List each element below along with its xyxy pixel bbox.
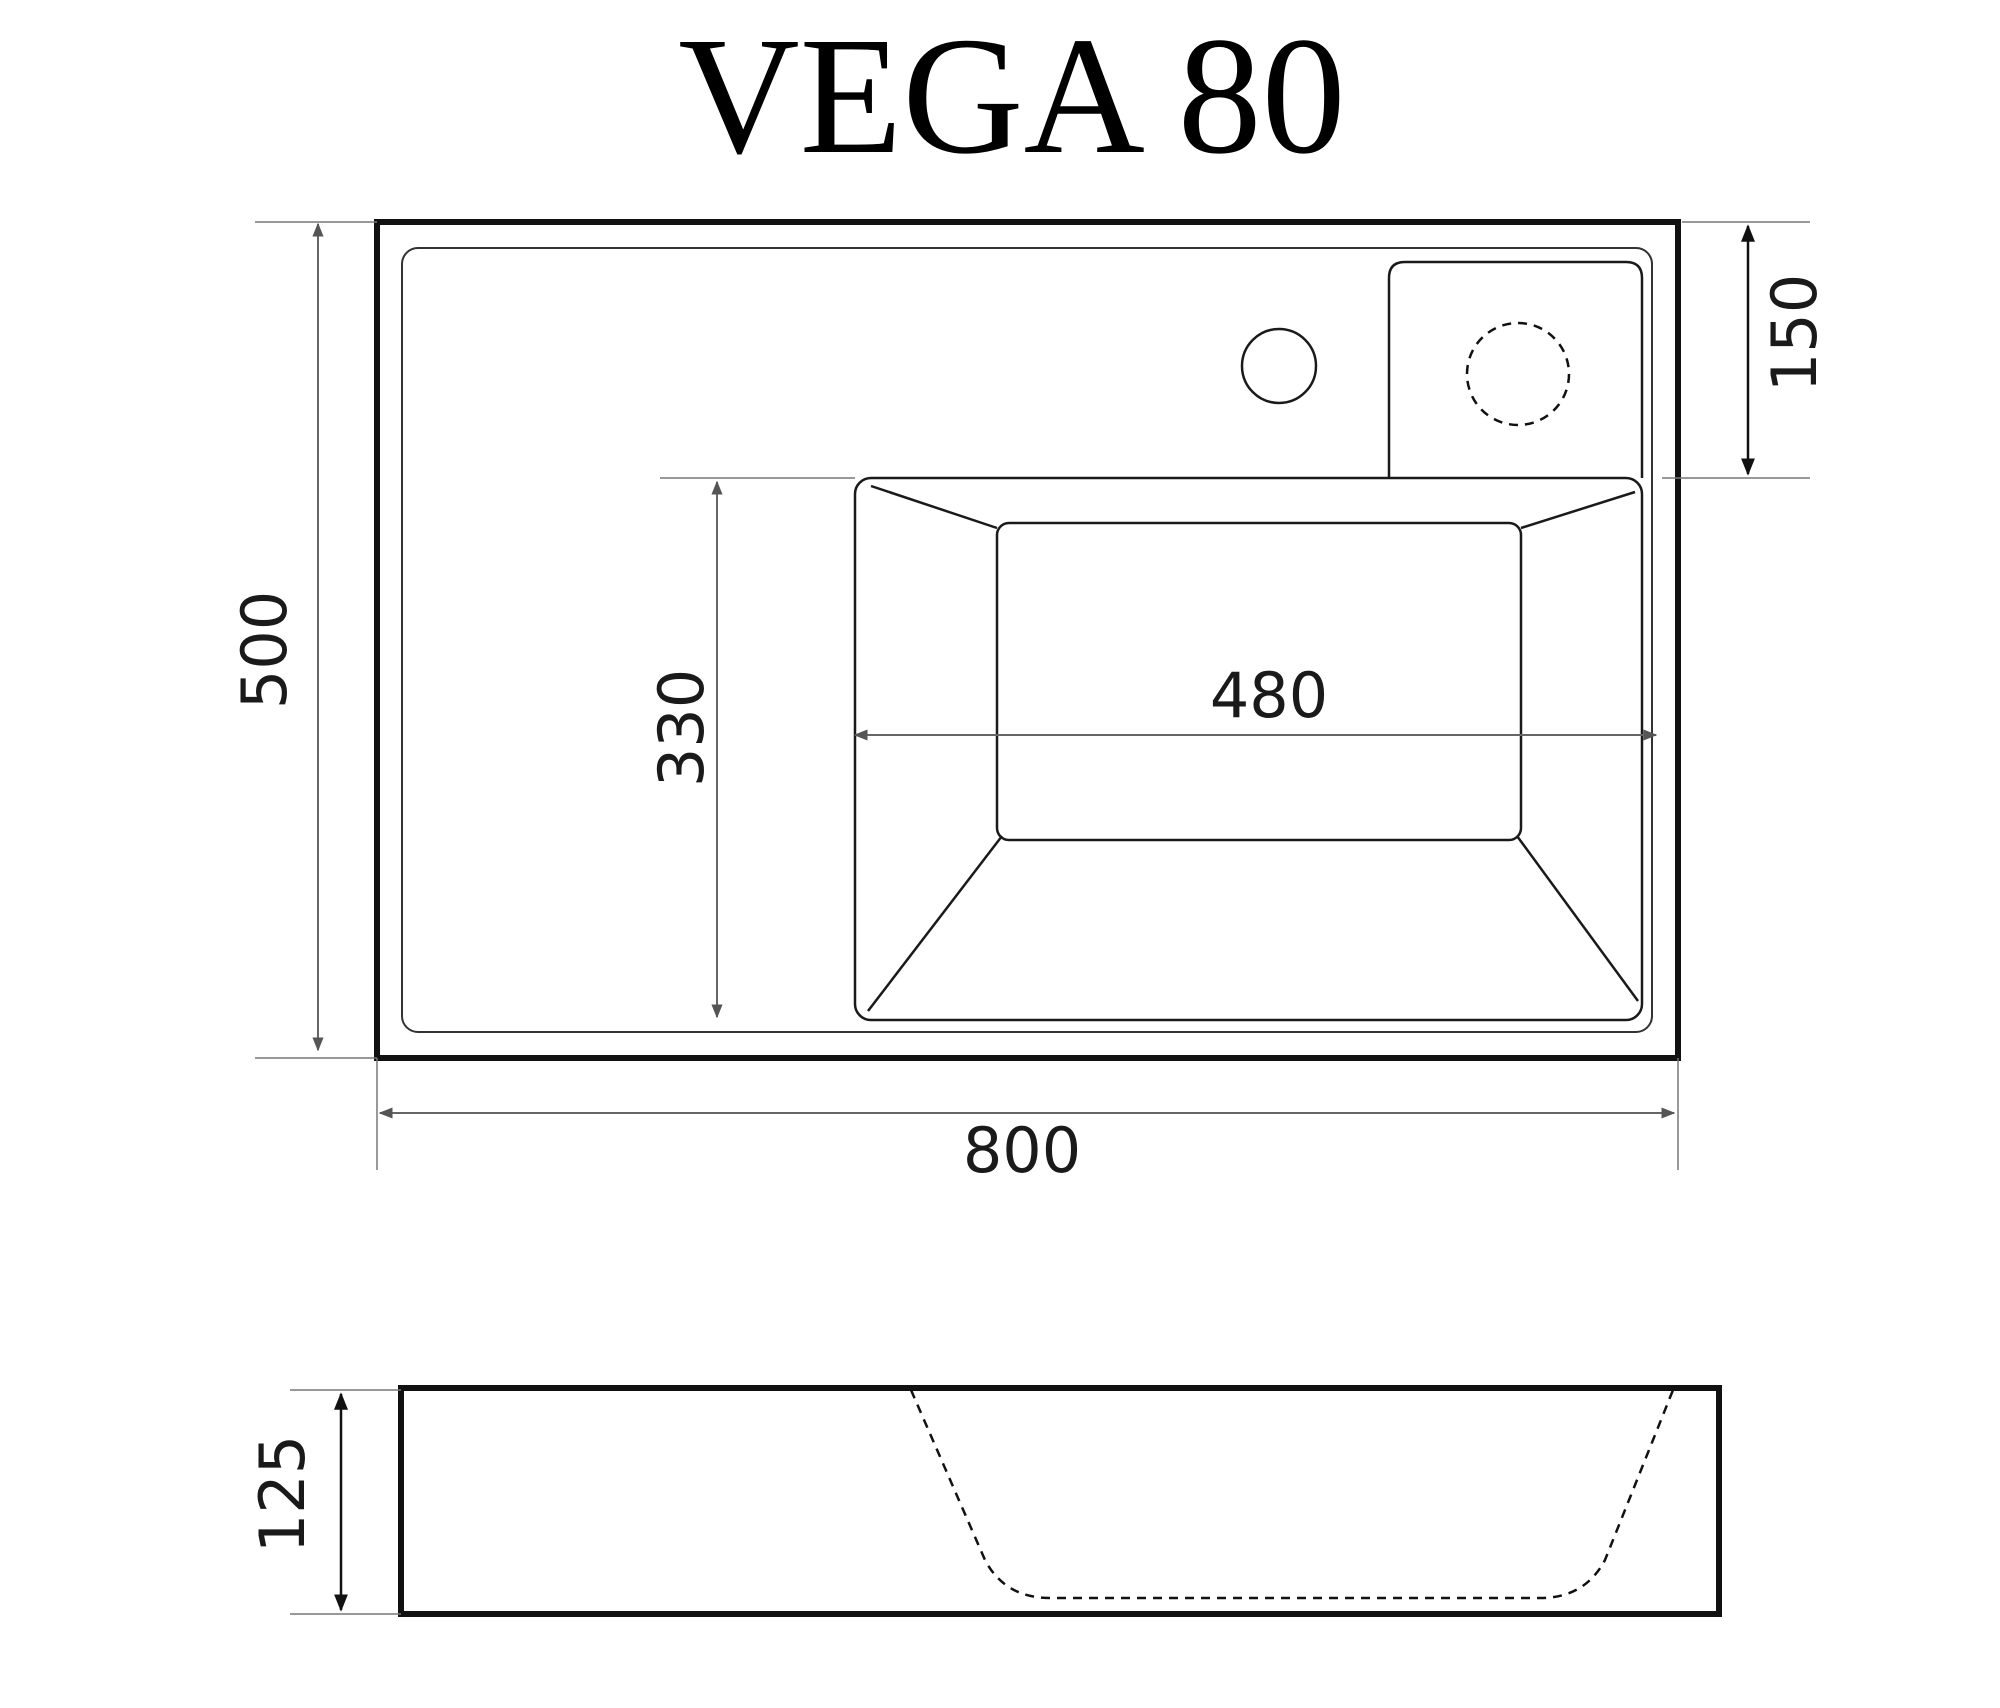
- dimension-basin-width: 480: [853, 659, 1658, 741]
- basin-edge-top-left: [870, 484, 998, 530]
- dim-label-tap-deck-depth: 150: [1758, 274, 1831, 392]
- basin-edge-top-right: [1520, 490, 1636, 530]
- tap-deck: [1387, 260, 1644, 478]
- basin-bottom: [995, 521, 1523, 842]
- tap-hole-dashed: [1465, 321, 1571, 427]
- basin-edge-bottom-right: [1515, 835, 1640, 1002]
- dim-label-basin-width: 480: [1210, 659, 1328, 732]
- basin-profile-dashed: [909, 1389, 1675, 1600]
- dim-label-height: 125: [246, 1435, 319, 1553]
- side-outline: [398, 1385, 1722, 1617]
- basin-outer: [853, 476, 1644, 1022]
- top-view: [374, 219, 1681, 1061]
- countertop-outline: [374, 219, 1681, 1061]
- dim-label-overall-depth: 500: [228, 591, 301, 709]
- dimension-basin-depth: 330: [645, 477, 855, 1019]
- dimension-tap-deck-depth: 150: [1662, 221, 1831, 479]
- dimension-height: 125: [246, 1389, 401, 1615]
- countertop-inner-rim: [401, 247, 1653, 1033]
- dimension-overall-width: 800: [376, 1058, 1679, 1187]
- dim-label-basin-depth: 330: [645, 669, 718, 787]
- overflow-hole: [1240, 327, 1318, 405]
- side-view: [398, 1385, 1722, 1617]
- dimension-overall-depth: 500: [228, 221, 377, 1059]
- page-title: VEGA 80: [678, 3, 1345, 189]
- basin-edge-bottom-left: [867, 835, 1003, 1012]
- dim-label-overall-width: 800: [963, 1114, 1081, 1187]
